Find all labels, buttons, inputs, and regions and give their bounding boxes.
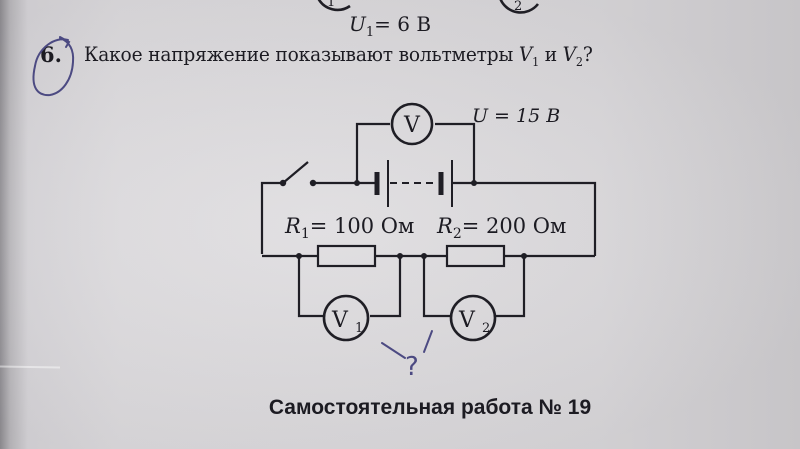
wire-v1-right [370,256,402,318]
wire-right-top [453,181,597,256]
r2-label: R2= 200 Ом [436,214,566,242]
source-voltmeter [390,102,434,146]
ink-arrow-right [423,330,433,353]
voltmeter-v1-sub: 1 [355,321,363,336]
wire-v2-left [422,256,450,318]
prev-voltmeter-1: 1 [317,0,351,12]
question-v1: V [518,42,533,66]
wire-v1-left [297,256,323,318]
r1-sub: 1 [301,226,310,242]
question-main: Какое напряжение показывают вольтметры [84,42,519,66]
source-voltage-text: U = 15 В [472,105,560,127]
question-v1-sub: 1 [532,55,540,69]
prev-circle-1-text: 1 [327,0,335,10]
ink-question-mark: ? [405,352,419,382]
voltmeter-v2-label: V [458,308,476,333]
ink-circle-number [32,37,75,97]
switch-blade [282,161,309,184]
voltmeter-v2-sub: 2 [482,321,490,336]
voltmeter-v1-label: V [331,308,349,333]
footer-title: Самостоятельная работа № 19 [268,396,592,419]
voltmeter-v2 [449,294,497,342]
r1-label: R1= 100 Ом [284,214,414,242]
u1-label: U1= 6 В [349,12,431,40]
question-conj: и [539,42,563,66]
question-v2: V [562,42,576,66]
prev-circle-2-text: 2 [514,0,522,14]
question-v2-sub: 2 [575,55,583,69]
r2-sub: 2 [453,226,462,242]
question-number: 6. [40,42,62,67]
ink-circle-tail [59,36,71,48]
u1-sub: 1 [365,25,375,40]
source-voltage-label: U = 15 В [472,105,560,127]
resistor-r1 [316,244,377,268]
u1-value: = 6 В [374,12,432,36]
question-text: Какое напряжение показывают вольтметры V… [84,42,593,69]
ink-arrow-left [381,342,406,359]
voltmeter-v1 [322,294,370,342]
prev-circle-1-arc [317,0,351,12]
wire-left-top [260,181,282,254]
wire-v2-right [496,256,526,318]
node-battery-left [354,180,360,186]
resistor-r2 [445,244,506,268]
r2-value: = 200 Ом [462,214,567,238]
r2-var: R [436,214,453,238]
prev-voltmeter-2: 2 [499,0,540,14]
source-voltmeter-label: V [403,113,421,138]
wire-v-right [435,122,476,182]
wire-v-left [355,122,390,182]
r1-value: = 100 Ом [310,214,415,238]
r1-var: R [284,214,301,238]
question-mark: ? [582,42,593,66]
prev-circle-2-arc [499,0,540,14]
footer: Самостоятельная работа № 19 [0,396,800,420]
u1-var: U [349,12,366,36]
node-battery-right [471,180,477,186]
